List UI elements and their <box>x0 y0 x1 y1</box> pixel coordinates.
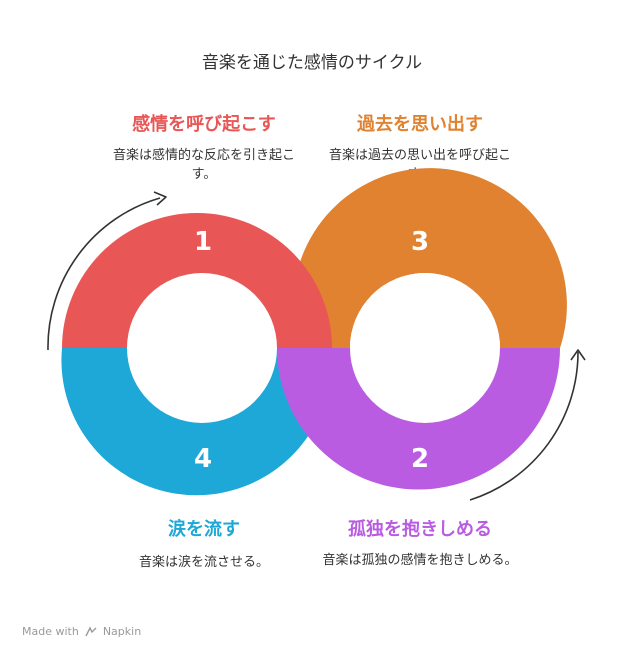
step-4-description: 音楽は涙を流させる。 <box>138 555 269 570</box>
napkin-logo-icon <box>85 625 97 636</box>
segment-1-number: 1 <box>194 227 212 257</box>
curved-arrow-icon <box>469 349 586 501</box>
segment-1 <box>62 213 332 348</box>
curved-arrow-icon <box>47 191 167 351</box>
segment-3 <box>300 168 567 348</box>
brand-label: Napkin <box>102 625 142 638</box>
step-1-description: 音楽は感情的な反応を引き起こす。 <box>112 148 295 182</box>
step-4-heading: 涙を流す <box>168 519 240 540</box>
step-2-description: 音楽は孤独の感情を抱きしめる。 <box>322 553 518 568</box>
step-1-heading: 感情を呼び起こす <box>132 114 276 135</box>
step-2-heading: 孤独を抱きしめる <box>348 519 492 540</box>
segment-3-number: 3 <box>411 227 429 257</box>
segment-2-number: 2 <box>411 444 429 474</box>
step-3-heading: 過去を思い出す <box>357 114 483 135</box>
segment-4-number: 4 <box>194 444 212 474</box>
footer: Made with Napkin <box>22 625 141 638</box>
segment-4 <box>61 348 312 496</box>
made-with-label: Made with <box>22 625 79 638</box>
diagram-title: 音楽を通じた感情のサイクル <box>201 53 423 73</box>
